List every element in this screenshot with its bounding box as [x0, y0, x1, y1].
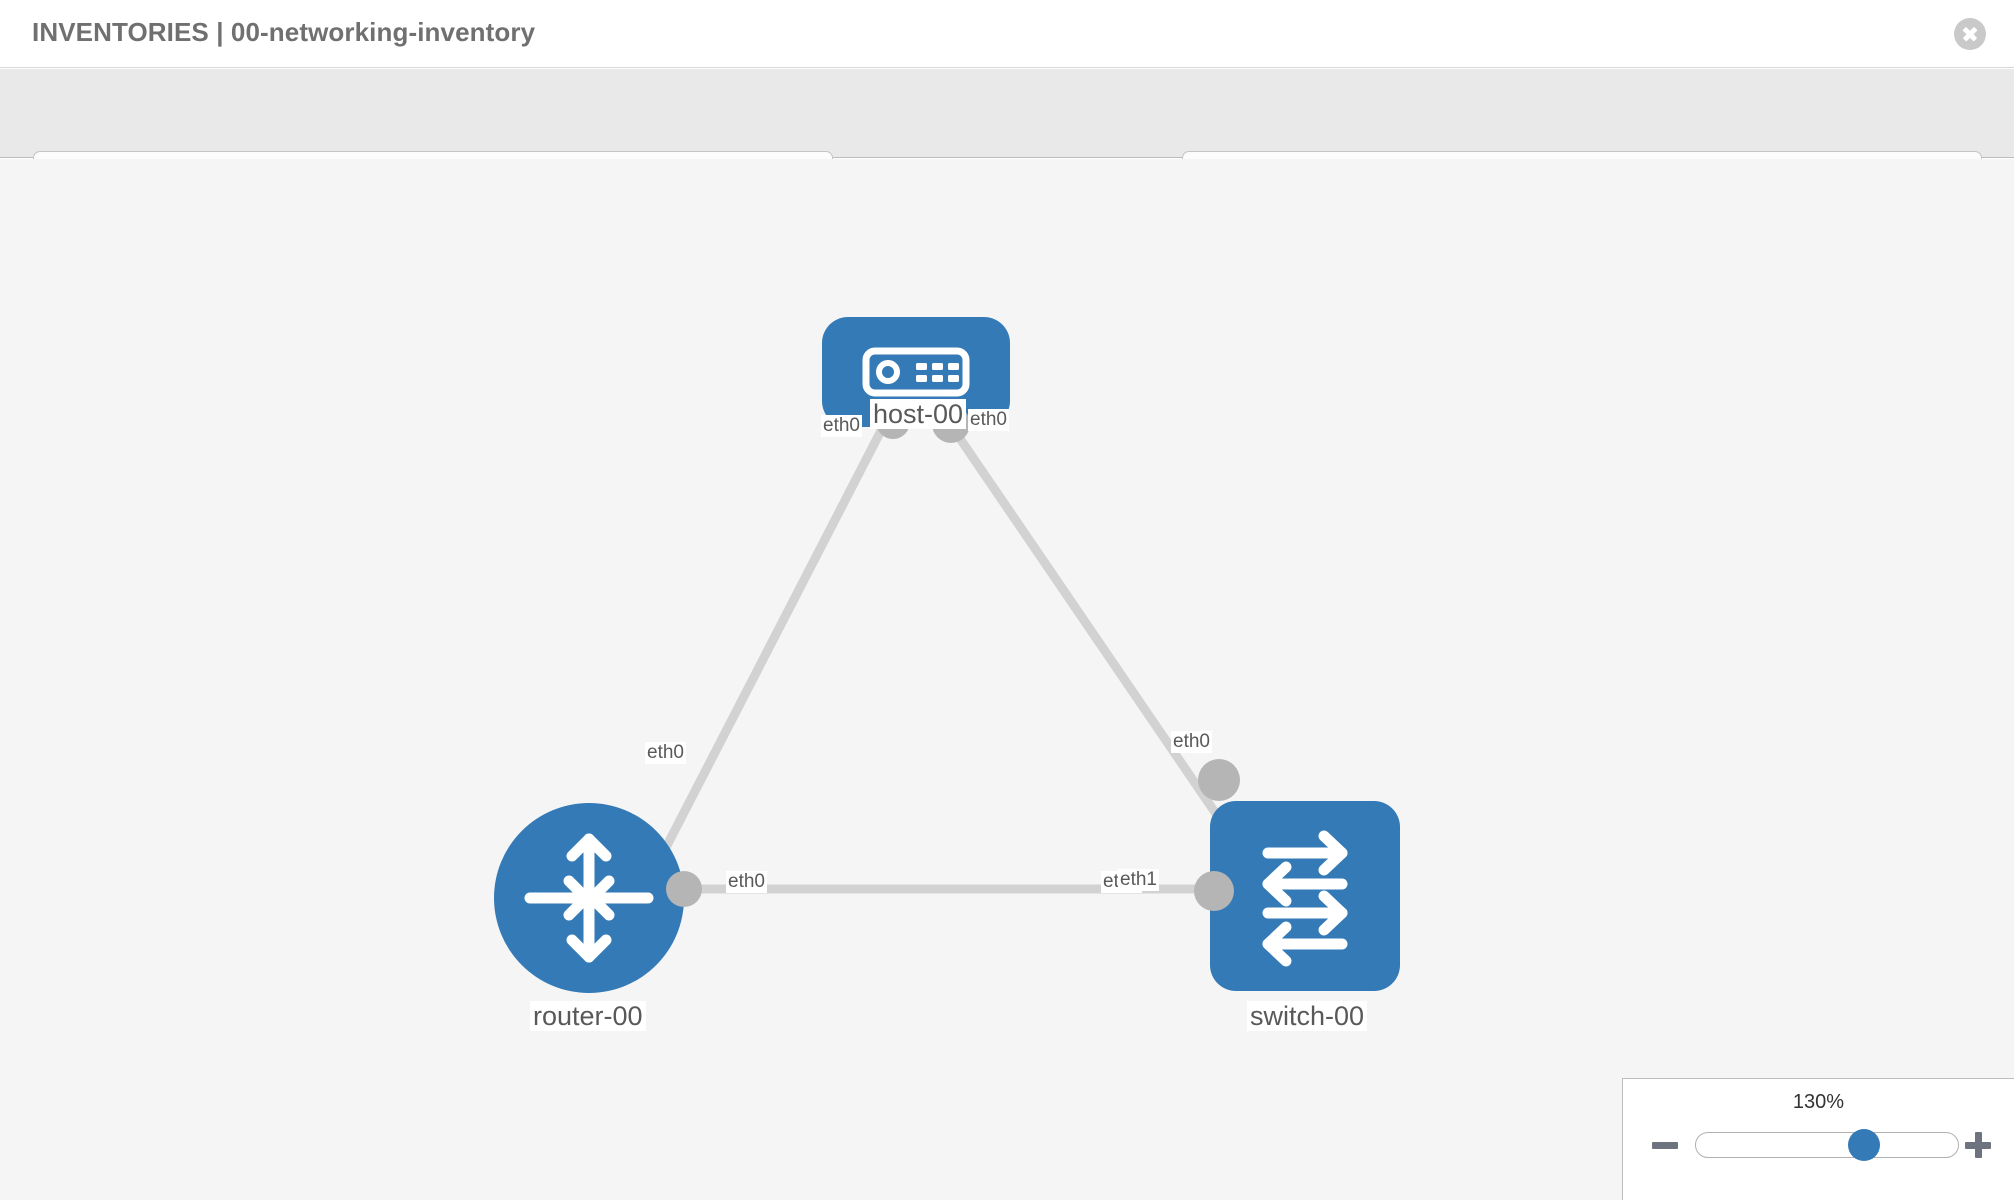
topology-edges [656, 418, 1244, 894]
port-label-router-right: eth0 [726, 871, 767, 893]
zoom-level-value: 130% [1792, 1091, 1845, 1113]
port-label-switch-host-link: eth0 [1171, 731, 1212, 753]
zoom-control-panel: 130% [1622, 1078, 2014, 1200]
node-label-host-00: host-00 [870, 399, 967, 430]
page-title: INVENTORIES | 00-networking-inventory [32, 17, 536, 47]
node-label-switch-00: switch-00 [1247, 1001, 1368, 1032]
port-nub-switch-left[interactable] [1194, 871, 1234, 911]
topology-node-router-00[interactable] [494, 803, 684, 993]
zoom-in-button[interactable] [1964, 1131, 1992, 1159]
port-nub-switch-top[interactable] [1198, 759, 1240, 801]
window-header: INVENTORIES | 00-networking-inventory [0, 0, 2014, 68]
node-label-router-00: router-00 [530, 1001, 646, 1032]
port-label-host-right: eth0 [968, 409, 1009, 431]
port-label-switch-left-over: eth1 [1118, 869, 1159, 891]
zoom-slider-thumb[interactable] [1847, 1129, 1880, 1161]
zoom-out-button[interactable] [1651, 1131, 1679, 1159]
topology-node-switch-00[interactable] [1210, 801, 1400, 991]
port-label-router-host-link: eth0 [645, 742, 686, 764]
zoom-slider[interactable] [1695, 1129, 1959, 1161]
close-icon[interactable] [1954, 18, 1986, 50]
toolbar: ACTIONS SEARCH [0, 69, 2014, 201]
port-nub-router-right[interactable] [666, 871, 702, 907]
port-label-host-left: eth0 [821, 415, 862, 437]
topology-canvas[interactable]: eth0 eth0 host-00 router-00 switch-00 et… [0, 159, 2014, 1200]
